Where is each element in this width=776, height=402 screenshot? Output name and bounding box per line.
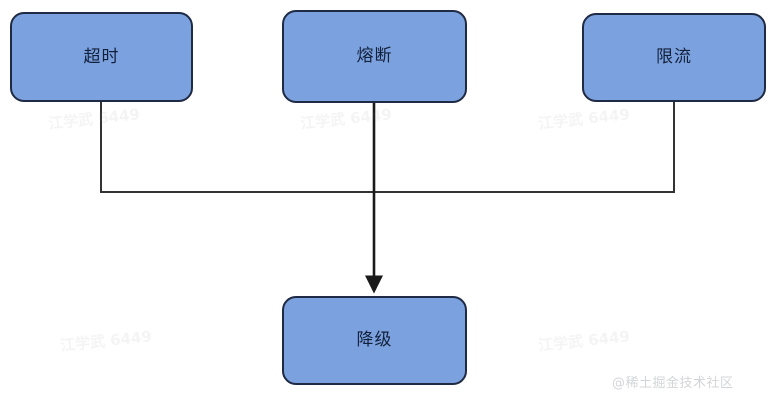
node-circuit-breaker[interactable]: 熔断 bbox=[282, 10, 467, 103]
node-rate-limit-label: 限流 bbox=[656, 47, 692, 67]
edge-ratelimit-to-degrade bbox=[374, 102, 675, 193]
node-degrade-label: 降级 bbox=[356, 330, 393, 350]
edge-timeout-to-degrade bbox=[100, 102, 374, 193]
node-timeout-label: 超时 bbox=[83, 46, 120, 67]
node-degrade[interactable]: 降级 bbox=[282, 296, 467, 385]
node-circuit-breaker-label: 熔断 bbox=[356, 46, 393, 66]
node-timeout[interactable]: 超时 bbox=[10, 12, 193, 102]
node-rate-limit[interactable]: 限流 bbox=[582, 13, 766, 102]
